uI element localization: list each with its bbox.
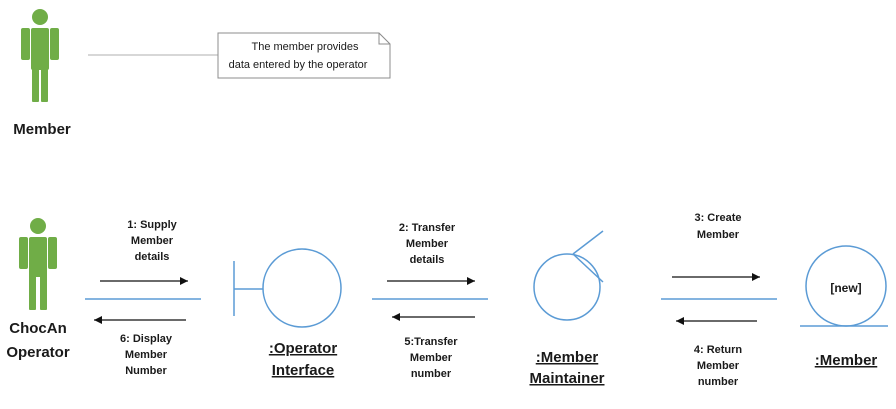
interface-label-line2: Interface	[272, 362, 335, 379]
entity-new-tag: [new]	[830, 281, 861, 295]
msg-3-line1: 3: Create	[694, 212, 741, 224]
msg-5-line1: 5:Transfer	[404, 336, 458, 348]
msg-2-line1: 2: Transfer	[399, 222, 456, 234]
note-text-line2: data entered by the operator	[229, 59, 368, 71]
note-text-line1: The member provides	[252, 41, 359, 53]
member-actor-label: Member	[13, 121, 71, 138]
control-object-icon	[533, 230, 604, 321]
operator-label-line1: ChocAn	[9, 320, 67, 337]
maintainer-label-line1: :Member	[536, 349, 599, 366]
msg-2-line3: details	[410, 254, 445, 266]
entity-object-icon	[800, 245, 888, 327]
msg-1-line3: details	[135, 251, 170, 263]
msg-2-line2: Member	[406, 238, 449, 250]
boundary-object-icon	[233, 248, 342, 328]
member-actor-icon	[21, 9, 59, 102]
operator-label-line2: Operator	[6, 344, 70, 361]
msg-4-line2: Member	[697, 360, 740, 372]
interface-label-line1: :Operator	[269, 340, 338, 357]
msg-6-line3: Number	[125, 365, 167, 377]
msg-1-line2: Member	[131, 235, 174, 247]
note-box	[217, 32, 391, 79]
msg-5-line2: Member	[410, 352, 453, 364]
msg-6-line2: Member	[125, 349, 168, 361]
msg-3-line2: Member	[697, 229, 740, 241]
note-fold	[378, 33, 390, 45]
operator-actor-icon	[19, 218, 57, 310]
msg-5-line3: number	[411, 368, 452, 380]
msg-1-line1: 1: Supply	[127, 219, 177, 231]
maintainer-label-line2: Maintainer	[529, 370, 604, 387]
entity-label: :Member	[815, 352, 878, 369]
msg-4-line3: number	[698, 376, 739, 388]
msg-4-line1: 4: Return	[694, 344, 743, 356]
msg-6-line1: 6: Display	[120, 333, 173, 345]
